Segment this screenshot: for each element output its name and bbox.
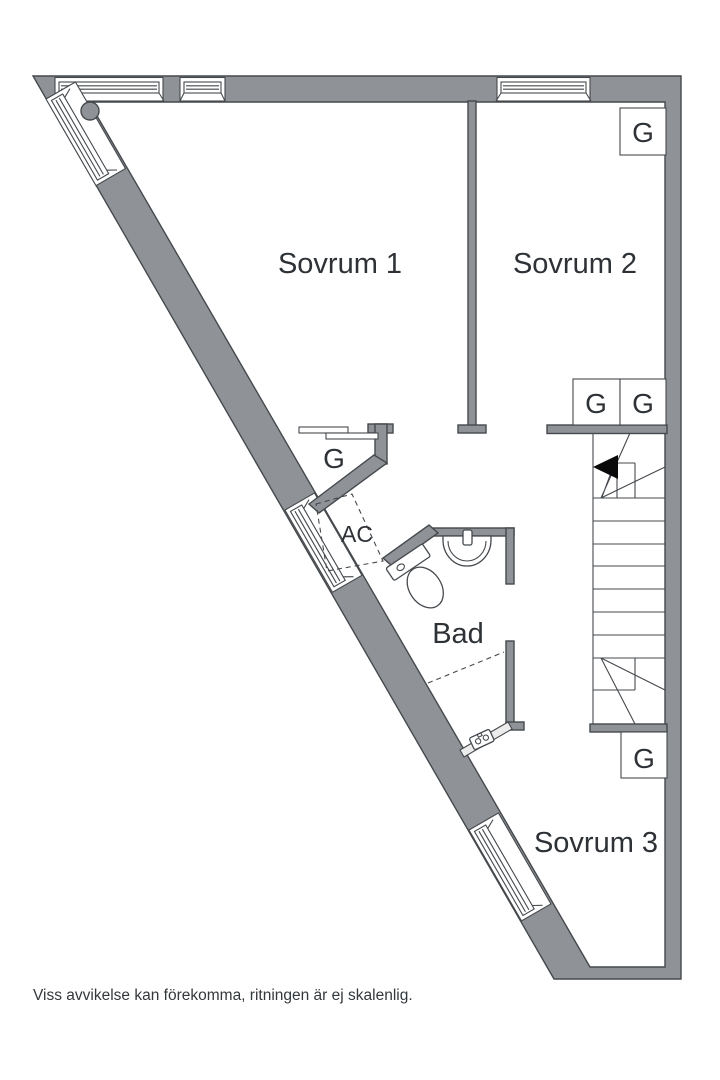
wardrobe-label-hall-right: G (632, 388, 654, 419)
room-label-bedroom2: Sovrum 2 (513, 248, 637, 280)
wall-closet1-diagonal (307, 454, 389, 514)
wardrobe-label-bedroom3: G (633, 743, 655, 774)
toilet (385, 543, 444, 609)
window-top-left-2 (179, 76, 226, 102)
wall-stair-bedroom3 (589, 723, 668, 733)
ac-label: AC (341, 521, 373, 547)
closet1-sliding-doors (298, 426, 379, 440)
chimney-column (80, 101, 100, 121)
window-diagonal-top (45, 81, 127, 187)
room-label-bedroom3: Sovrum 3 (534, 827, 658, 859)
stair-winders-bottom (593, 657, 666, 725)
disclaimer-text: Viss avvikelse kan förekomma, ritningen … (33, 987, 413, 1004)
wardrobe-label-hall-left: G (585, 388, 607, 419)
taps-fixture (469, 729, 495, 751)
wardrobe-bedroom3-box (620, 731, 668, 779)
wardrobe-label-bedroom2: G (632, 117, 654, 148)
bath-ceiling-line (427, 651, 505, 684)
washbasin (442, 529, 492, 567)
wall-bath-right-upper (505, 527, 515, 585)
wardrobe-hall-right-box (619, 378, 667, 426)
window-top-center (495, 76, 592, 102)
ac-unit-outline (315, 493, 384, 572)
wardrobe-bedroom2-box (619, 107, 667, 156)
window-diagonal-middle (284, 492, 363, 594)
wardrobe-hall-left-box (572, 378, 621, 426)
staircase (592, 432, 666, 725)
wall-bath-right-lower (505, 640, 515, 727)
wall-bedroom1-bedroom2 (467, 100, 477, 427)
stair-treads (593, 497, 665, 659)
room-label-bedroom1: Sovrum 1 (278, 248, 402, 280)
wall-bedroom2-stair (546, 424, 668, 435)
wardrobe-label-bedroom1: G (323, 443, 345, 474)
window-diagonal-bottom (468, 812, 552, 922)
stair-direction-arrow-icon (593, 455, 618, 479)
wall-endcap (457, 424, 487, 434)
room-label-bathroom: Bad (432, 618, 484, 650)
